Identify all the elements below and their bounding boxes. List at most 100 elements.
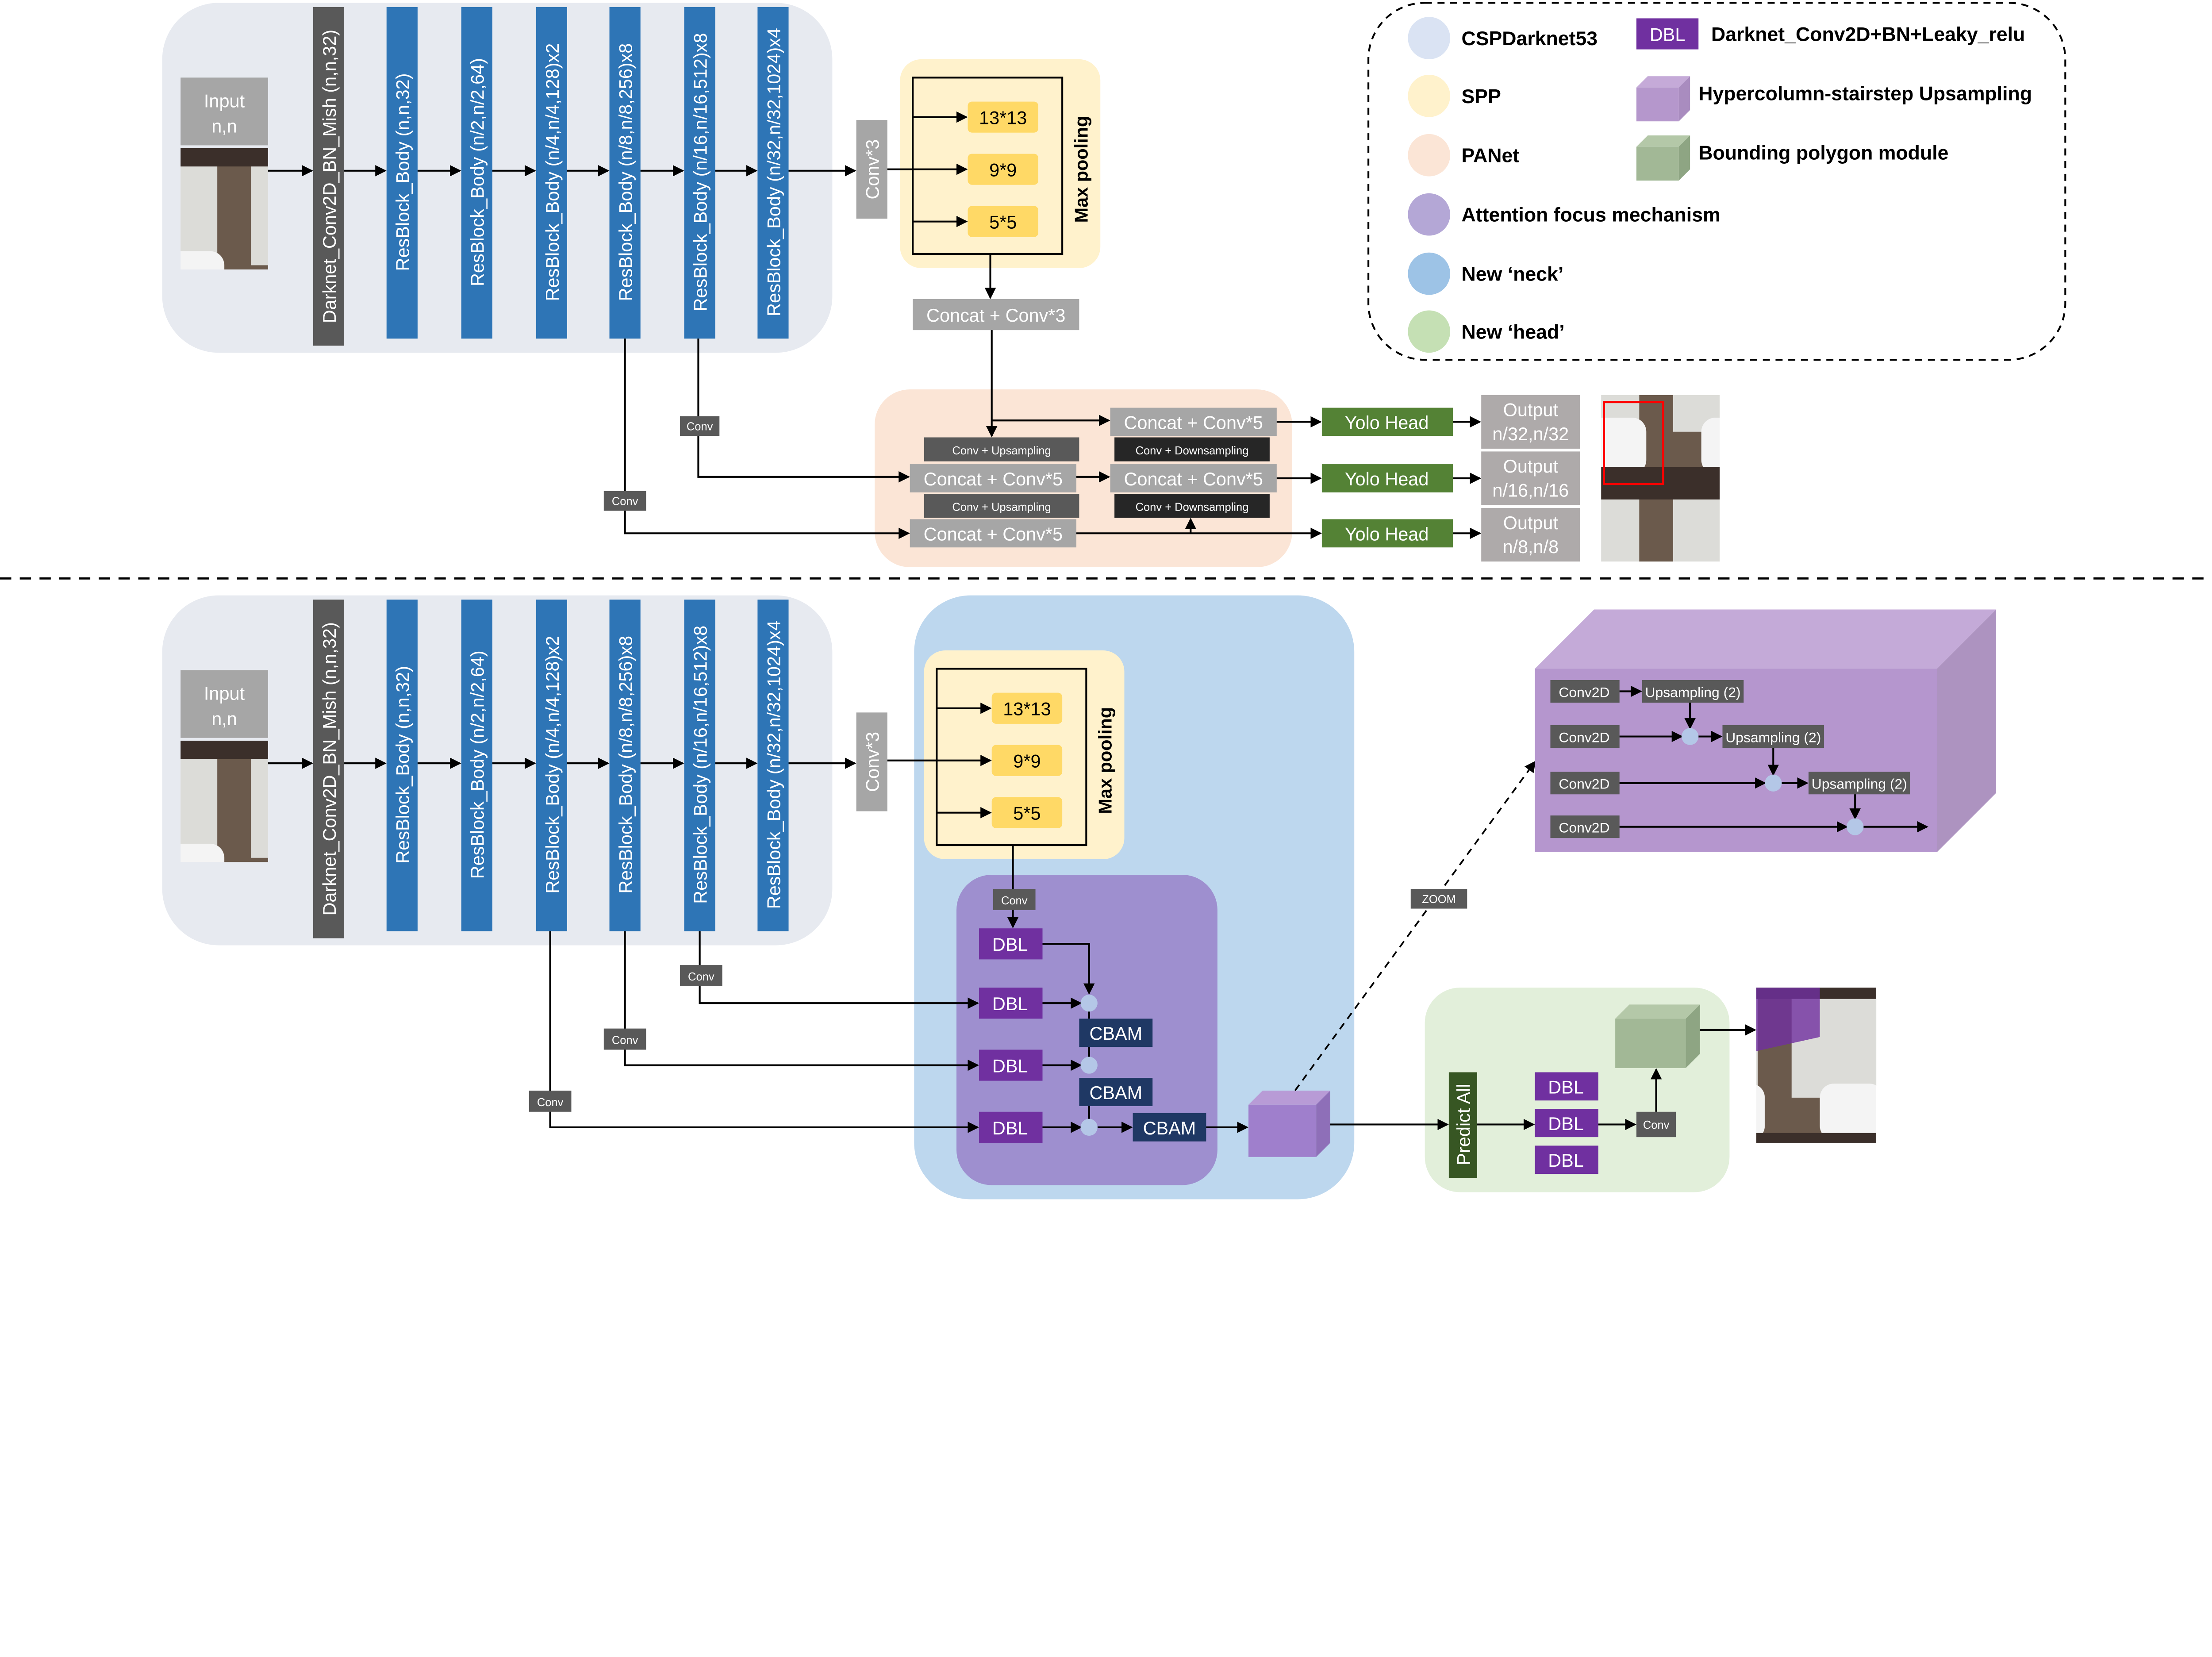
dbl-box — [979, 928, 1043, 960]
cbam-box — [1133, 1113, 1206, 1142]
upsampling-box — [1722, 725, 1824, 748]
conv-box — [603, 1028, 646, 1050]
dbl-label: DBL — [992, 1055, 1028, 1076]
dbl-label: DBL — [1548, 1113, 1584, 1134]
upsampling-box — [1808, 772, 1910, 795]
max-pooling-label: Max pooling — [1071, 116, 1092, 223]
upsampling-cube-small — [1248, 1090, 1331, 1157]
cbam-label: CBAM — [1089, 1023, 1142, 1044]
yolo-head-label: Yolo Head — [1345, 412, 1429, 433]
input-label: Input — [204, 90, 245, 111]
concat-conv3-label: Concat + Conv*3 — [926, 305, 1065, 326]
resblock-label: ResBlock_Body (n/8,n/8,256)x8 — [615, 43, 636, 301]
output-box — [1481, 395, 1580, 449]
conv-box — [1636, 1111, 1676, 1138]
concat-conv5-label: Concat + Conv*5 — [924, 469, 1063, 489]
pool-13 — [991, 692, 1063, 724]
conv-label: Conv — [612, 1034, 638, 1047]
yolo-head-box — [1321, 464, 1453, 492]
legend-label: CSPDarknet53 — [1462, 28, 1598, 50]
conv2d-box — [1550, 815, 1620, 838]
add-icon — [1080, 1119, 1098, 1136]
upsampling-cube-zoomed: Conv2D Conv2D Conv2D Conv2D Upsampling (… — [1535, 609, 1997, 853]
resblock-label: ResBlock_Body (n/32,n/32,1024)x4 — [763, 28, 784, 316]
legend-label: PANet — [1462, 145, 1520, 167]
resblock-bar — [536, 7, 567, 339]
input-image — [180, 148, 268, 270]
bounding-polygon-cube — [1615, 1004, 1700, 1068]
pool-9 — [968, 154, 1038, 185]
conv2d-label: Conv2D — [1559, 776, 1609, 792]
concat-conv5-box — [910, 519, 1077, 548]
dbl-label: DBL — [1548, 1076, 1584, 1097]
conv2d-label: Conv2D — [1559, 819, 1609, 835]
conv-label: Conv — [687, 421, 713, 433]
conv-label: Conv — [537, 1096, 564, 1109]
conv-label: Conv — [1001, 895, 1028, 907]
legend-label: New ‘head’ — [1462, 321, 1565, 343]
add-icon — [1765, 774, 1782, 792]
legend-label: Attention focus mechanism — [1462, 204, 1720, 226]
output-box — [1481, 507, 1580, 562]
output-size: n/8,n/8 — [1502, 536, 1559, 557]
upsampling-box — [1642, 680, 1744, 703]
conv-downsampling-box — [1114, 437, 1270, 461]
conv-upsampling-label: Conv + Upsampling — [952, 501, 1051, 513]
legend-label: Bounding polygon module — [1698, 142, 1948, 164]
darknet-conv-label: Darknet_Conv2D_BN_Mish (n,n,32) — [319, 30, 340, 323]
upsampling-cube-icon — [1636, 76, 1690, 122]
upsampling-label: Upsampling (2) — [1645, 684, 1740, 700]
conv-downsampling-label: Conv + Downsampling — [1136, 501, 1249, 513]
predict-all-box — [1448, 1072, 1477, 1178]
spp-module-top: 13*13 9*9 5*5 Max pooling — [887, 59, 1101, 300]
add-icon — [1847, 818, 1864, 835]
yolo-head-box — [1321, 519, 1453, 548]
output-label: Output — [1503, 512, 1559, 533]
conv-downsampling-box — [1114, 494, 1270, 518]
zoom-label: ZOOM — [1422, 893, 1456, 906]
max-pooling-label: Max pooling — [1095, 707, 1116, 814]
bbox-cube-icon — [1636, 135, 1690, 181]
output-size: n/16,n/16 — [1492, 480, 1569, 500]
darknet-conv-bar — [313, 7, 345, 346]
legend: CSPDarknet53 SPP PANet Attention focus m… — [1367, 2, 2066, 361]
dbl-box — [1535, 1109, 1598, 1138]
pool-label: 5*5 — [989, 212, 1017, 233]
new-head-module: Predict All DBL DBL DBL Conv — [1330, 988, 1757, 1192]
conv-label: Conv — [1643, 1119, 1670, 1131]
panet-module: Conv Conv Concat + Conv*5 Conv + Upsampl… — [603, 330, 1292, 567]
legend-swatch — [1408, 310, 1451, 353]
resblock-bar — [609, 7, 641, 339]
legend-label: Hypercolumn-stairstep Upsampling — [1698, 83, 2032, 104]
conv-downsampling-label: Conv + Downsampling — [1136, 445, 1249, 457]
pool-13 — [968, 101, 1038, 133]
legend-swatch — [1408, 75, 1451, 117]
conv-box — [529, 1090, 572, 1112]
conv2d-box — [1550, 772, 1620, 795]
legend-label: Darknet_Conv2D+BN+Leaky_relu — [1711, 23, 2025, 45]
add-icon — [1080, 995, 1098, 1012]
spp-frame — [936, 668, 1087, 846]
pool-label: 9*9 — [989, 160, 1017, 181]
pool-5 — [991, 797, 1063, 828]
dbl-label: DBL — [992, 993, 1028, 1014]
conv2d-label: Conv2D — [1559, 684, 1609, 700]
conv-upsampling-label: Conv + Upsampling — [952, 445, 1051, 457]
conv-label: Conv — [688, 971, 714, 983]
legend-label: SPP — [1462, 86, 1501, 108]
upsampling-label: Upsampling (2) — [1725, 729, 1821, 745]
cbam-box — [1079, 1019, 1153, 1047]
legend-label: New ‘neck’ — [1462, 264, 1564, 285]
dbl-label: DBL — [1548, 1150, 1584, 1171]
concat-conv3-box — [913, 299, 1079, 331]
zoom-line — [1294, 761, 1536, 1092]
cbam-label: CBAM — [1143, 1118, 1196, 1138]
dbl-tag: DBL — [1650, 24, 1686, 45]
input-size: n,n — [211, 116, 237, 137]
conv-label: Conv — [612, 496, 638, 508]
conv-box — [603, 491, 646, 511]
conv3-label: Conv*3 — [862, 139, 883, 200]
pool-label: 5*5 — [1013, 803, 1041, 824]
dbl-box — [979, 1050, 1043, 1081]
conv-box — [680, 416, 720, 436]
